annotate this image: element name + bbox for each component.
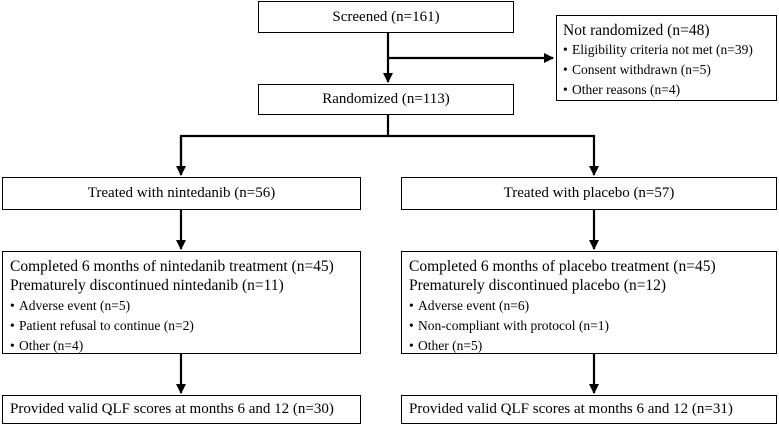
placebo-completion-box: Completed 6 months of placebo treatment … bbox=[401, 251, 777, 354]
nintedanib-completion-box: Completed 6 months of nintedanib treatme… bbox=[2, 251, 361, 354]
placebo-reason: Non-compliant with protocol (n=1) bbox=[409, 316, 776, 336]
nintedanib-discontinuation-reasons: Adverse event (n=5) Patient refusal to c… bbox=[10, 296, 360, 356]
screened-box: Screened (n=161) bbox=[258, 1, 514, 33]
placebo-discontinuation-reasons: Adverse event (n=6) Non-compliant with p… bbox=[409, 296, 776, 356]
placebo-completed-label: Completed 6 months of placebo treatment … bbox=[409, 258, 716, 275]
not-randomized-title: Not randomized (n=48) bbox=[563, 22, 710, 39]
not-randomized-reason: Consent withdrawn (n=5) bbox=[563, 60, 776, 80]
nintedanib-treated-box: Treated with nintedanib (n=56) bbox=[2, 177, 361, 210]
not-randomized-reason: Other reasons (n=4) bbox=[563, 80, 776, 100]
nintedanib-reason: Other (n=4) bbox=[10, 336, 360, 356]
randomized-label: Randomized (n=113) bbox=[322, 91, 450, 107]
nintedanib-discontinued-label: Prematurely discontinued nintedanib (n=1… bbox=[10, 277, 284, 295]
placebo-qlf-box: Provided valid QLF scores at months 6 an… bbox=[401, 395, 777, 424]
not-randomized-box: Not randomized (n=48) Eligibility criter… bbox=[556, 15, 777, 101]
randomized-box: Randomized (n=113) bbox=[258, 84, 514, 115]
arrow-split-connector bbox=[179, 134, 599, 176]
nintedanib-reason: Adverse event (n=5) bbox=[10, 296, 360, 316]
not-randomized-reason: Eligibility criteria not met (n=39) bbox=[563, 40, 776, 60]
nintedanib-completed-label: Completed 6 months of nintedanib treatme… bbox=[10, 258, 334, 275]
placebo-qlf-label: Provided valid QLF scores at months 6 an… bbox=[409, 401, 733, 417]
screened-label: Screened (n=161) bbox=[332, 8, 440, 25]
nintedanib-qlf-label: Provided valid QLF scores at months 6 an… bbox=[10, 401, 334, 417]
placebo-treated-box: Treated with placebo (n=57) bbox=[401, 177, 777, 210]
placebo-treated-label: Treated with placebo (n=57) bbox=[503, 185, 675, 201]
nintedanib-reason: Patient refusal to continue (n=2) bbox=[10, 316, 360, 336]
placebo-reason: Other (n=5) bbox=[409, 336, 776, 356]
nintedanib-qlf-box: Provided valid QLF scores at months 6 an… bbox=[2, 395, 361, 424]
placebo-reason: Adverse event (n=6) bbox=[409, 296, 776, 316]
nintedanib-treated-label: Treated with nintedanib (n=56) bbox=[87, 185, 276, 201]
placebo-discontinued-label: Prematurely discontinued placebo (n=12) bbox=[409, 277, 667, 295]
not-randomized-reasons: Eligibility criteria not met (n=39) Cons… bbox=[563, 40, 776, 100]
